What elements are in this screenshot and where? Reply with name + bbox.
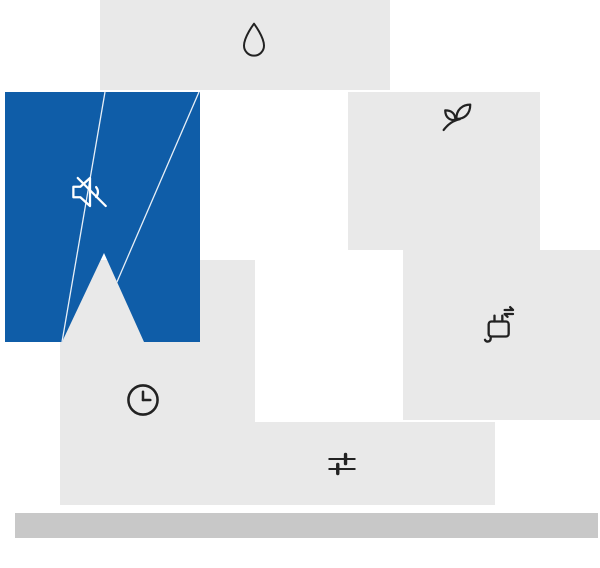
plug-swap-icon: [483, 306, 515, 343]
leaf-icon: [442, 103, 472, 132]
banner-shape: [5, 92, 200, 342]
eco-tile[interactable]: [348, 92, 540, 250]
bottom-bar: [15, 513, 598, 538]
sliders-icon: [328, 452, 356, 476]
water-tile[interactable]: [100, 0, 390, 90]
mute-tile[interactable]: [5, 92, 200, 342]
settings-tile[interactable]: [205, 422, 495, 505]
clock-icon: [127, 384, 159, 416]
water-drop-icon: [243, 22, 265, 57]
power-source-tile[interactable]: [403, 250, 600, 420]
speaker-muted-icon: [72, 176, 107, 208]
